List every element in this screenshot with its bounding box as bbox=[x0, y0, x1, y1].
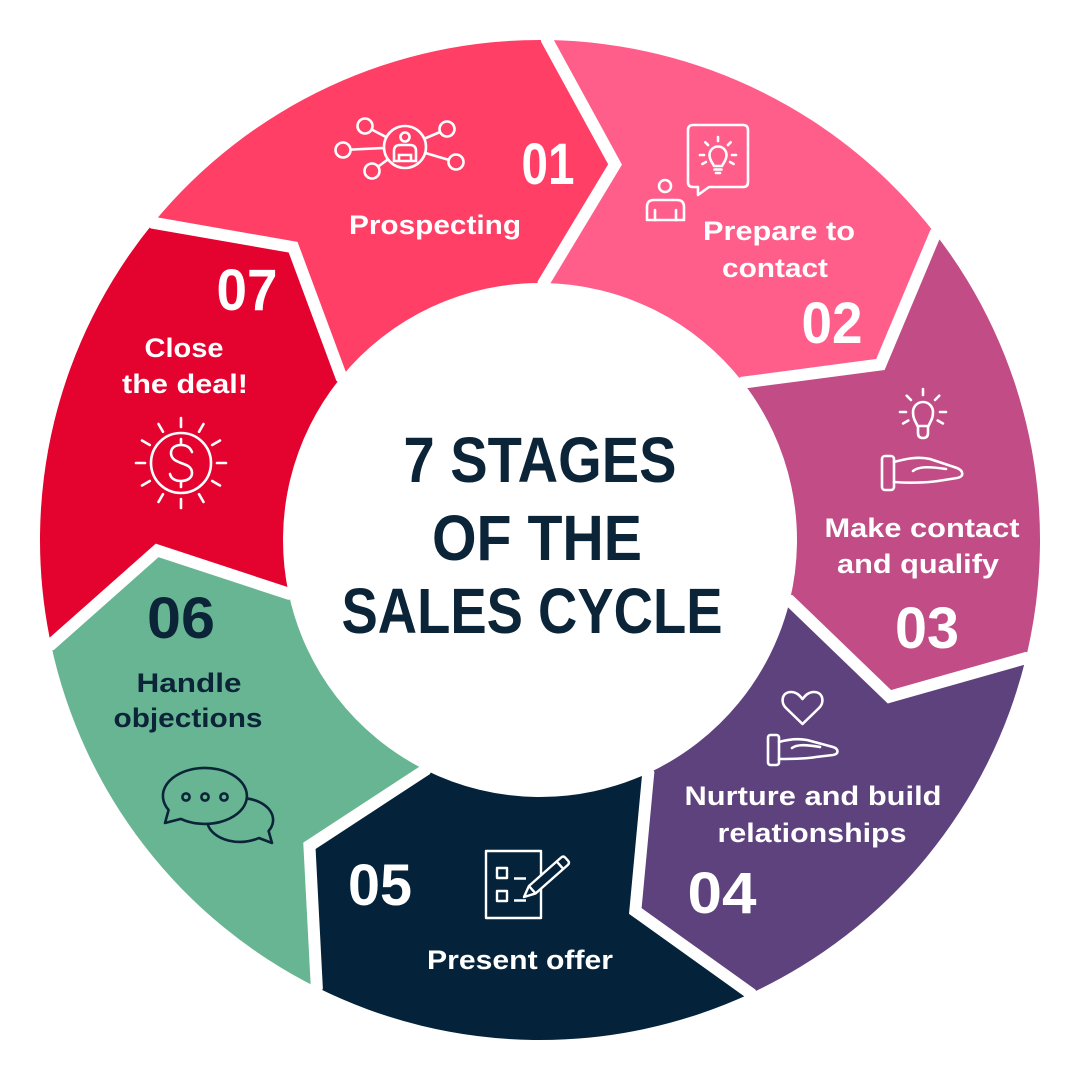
icon-hand-thumb bbox=[911, 465, 948, 473]
segment-02-prepare-to-contact bbox=[543, 40, 936, 383]
hand-heart-icon bbox=[766, 690, 839, 767]
icon-dot bbox=[219, 792, 229, 802]
icon-rays bbox=[134, 416, 228, 510]
divider-02-03 bbox=[723, 216, 955, 400]
icon-dot bbox=[181, 792, 191, 802]
title-line-2: OF THE bbox=[432, 502, 642, 574]
stage-label-line-1: Nurture and build bbox=[685, 781, 942, 811]
stage-06: 06 Handle objections bbox=[114, 586, 275, 845]
divider-03-04 bbox=[768, 590, 1047, 704]
divider-04-05 bbox=[629, 752, 765, 1015]
icon-hand-thumb bbox=[790, 743, 822, 750]
stage-label-line-1: Close bbox=[145, 333, 224, 363]
stage-label-line-1: Make contact bbox=[825, 513, 1020, 543]
stage-label: Present offer bbox=[427, 945, 614, 975]
chat-bubbles-icon bbox=[161, 766, 275, 845]
icon-bulb bbox=[911, 400, 935, 428]
icon-node bbox=[334, 141, 352, 159]
divider-06-07 bbox=[30, 543, 310, 655]
icon-dollar-sign bbox=[168, 437, 194, 489]
stage-number: 02 bbox=[802, 291, 863, 356]
center-title: 7 STAGES OF THE SALES CYCLE bbox=[342, 424, 723, 647]
stage-number: 03 bbox=[895, 596, 959, 661]
icon-pencil-body bbox=[522, 855, 571, 899]
icon-checkbox bbox=[495, 889, 509, 903]
icon-hand-cuff bbox=[880, 454, 896, 492]
icon-bulb bbox=[708, 145, 728, 168]
network-person-icon bbox=[334, 117, 465, 180]
stage-label: Prospecting bbox=[349, 210, 521, 240]
icon-heart bbox=[781, 690, 824, 726]
stage-04: Nurture and build relationships 04 bbox=[685, 690, 942, 926]
icon-person-head bbox=[657, 178, 673, 194]
dollar-sun-icon bbox=[134, 416, 228, 510]
divider-01-02 bbox=[537, 19, 622, 304]
stage-number: 01 bbox=[522, 132, 575, 197]
title-line-3: SALES CYCLE bbox=[342, 575, 723, 647]
stage-number: 07 bbox=[217, 258, 278, 323]
icon-person-arms bbox=[653, 208, 678, 222]
icon-dot bbox=[200, 792, 210, 802]
divider-05-06 bbox=[302, 749, 440, 1008]
stage-05: 05 Present offer bbox=[348, 849, 614, 975]
stage-label-line-2: and qualify bbox=[837, 549, 999, 579]
icon-bulb-base bbox=[916, 424, 930, 440]
stage-number: 05 bbox=[348, 853, 412, 918]
icon-hand-cuff bbox=[766, 733, 781, 767]
stage-label-line-2: objections bbox=[114, 703, 263, 733]
icon-node bbox=[363, 162, 381, 180]
icon-hand-palm bbox=[777, 737, 839, 761]
icon-bulb-rays bbox=[898, 387, 948, 425]
icon-bulb-base bbox=[713, 168, 723, 175]
icon-node bbox=[447, 153, 465, 171]
icon-pencil-bands bbox=[528, 860, 565, 895]
icon-pencil bbox=[522, 855, 571, 899]
stage-01: 01 Prospecting bbox=[334, 117, 575, 240]
segment-01-prospecting bbox=[153, 40, 616, 377]
icon-person-head bbox=[399, 131, 411, 143]
segment-03-make-contact bbox=[743, 233, 1041, 697]
icon-checkbox bbox=[495, 866, 509, 880]
stage-label-line-2: relationships bbox=[718, 818, 907, 848]
stage-03: Make contact and qualify 03 bbox=[825, 387, 1020, 661]
stage-label-line-2: the deal! bbox=[122, 369, 248, 399]
icon-speech-bubble bbox=[686, 123, 750, 197]
person-idea-bubble-icon bbox=[645, 123, 750, 222]
segment-dividers bbox=[30, 19, 1047, 1015]
icon-front-bubble bbox=[161, 766, 249, 826]
icon-node bbox=[356, 117, 374, 135]
stage-number: 04 bbox=[688, 861, 757, 926]
stage-02: Prepare to contact 02 bbox=[645, 123, 863, 356]
icon-dashes bbox=[514, 877, 526, 902]
icon-bulb-rays bbox=[698, 135, 738, 166]
stage-label-line-2: contact bbox=[722, 253, 828, 283]
icon-node bbox=[438, 120, 456, 138]
icon-coin bbox=[149, 431, 213, 495]
icon-person-body bbox=[392, 143, 418, 163]
icon-person-desk bbox=[397, 153, 413, 161]
hand-lightbulb-icon bbox=[880, 387, 964, 492]
segment-04-nurture bbox=[635, 600, 1026, 994]
stage-label-line-1: Handle bbox=[137, 668, 242, 698]
stage-number: 06 bbox=[147, 586, 215, 651]
checklist-pencil-icon bbox=[484, 849, 571, 920]
title-line-1: 7 STAGES bbox=[404, 424, 677, 496]
icon-person-body bbox=[645, 198, 686, 222]
stage-07: 07 Close the deal! bbox=[122, 258, 278, 510]
stage-label-line-1: Prepare to bbox=[703, 216, 855, 246]
divider-07-01 bbox=[134, 205, 361, 395]
segment-06-handle-objections bbox=[51, 550, 426, 988]
icon-hand-palm bbox=[892, 456, 964, 484]
